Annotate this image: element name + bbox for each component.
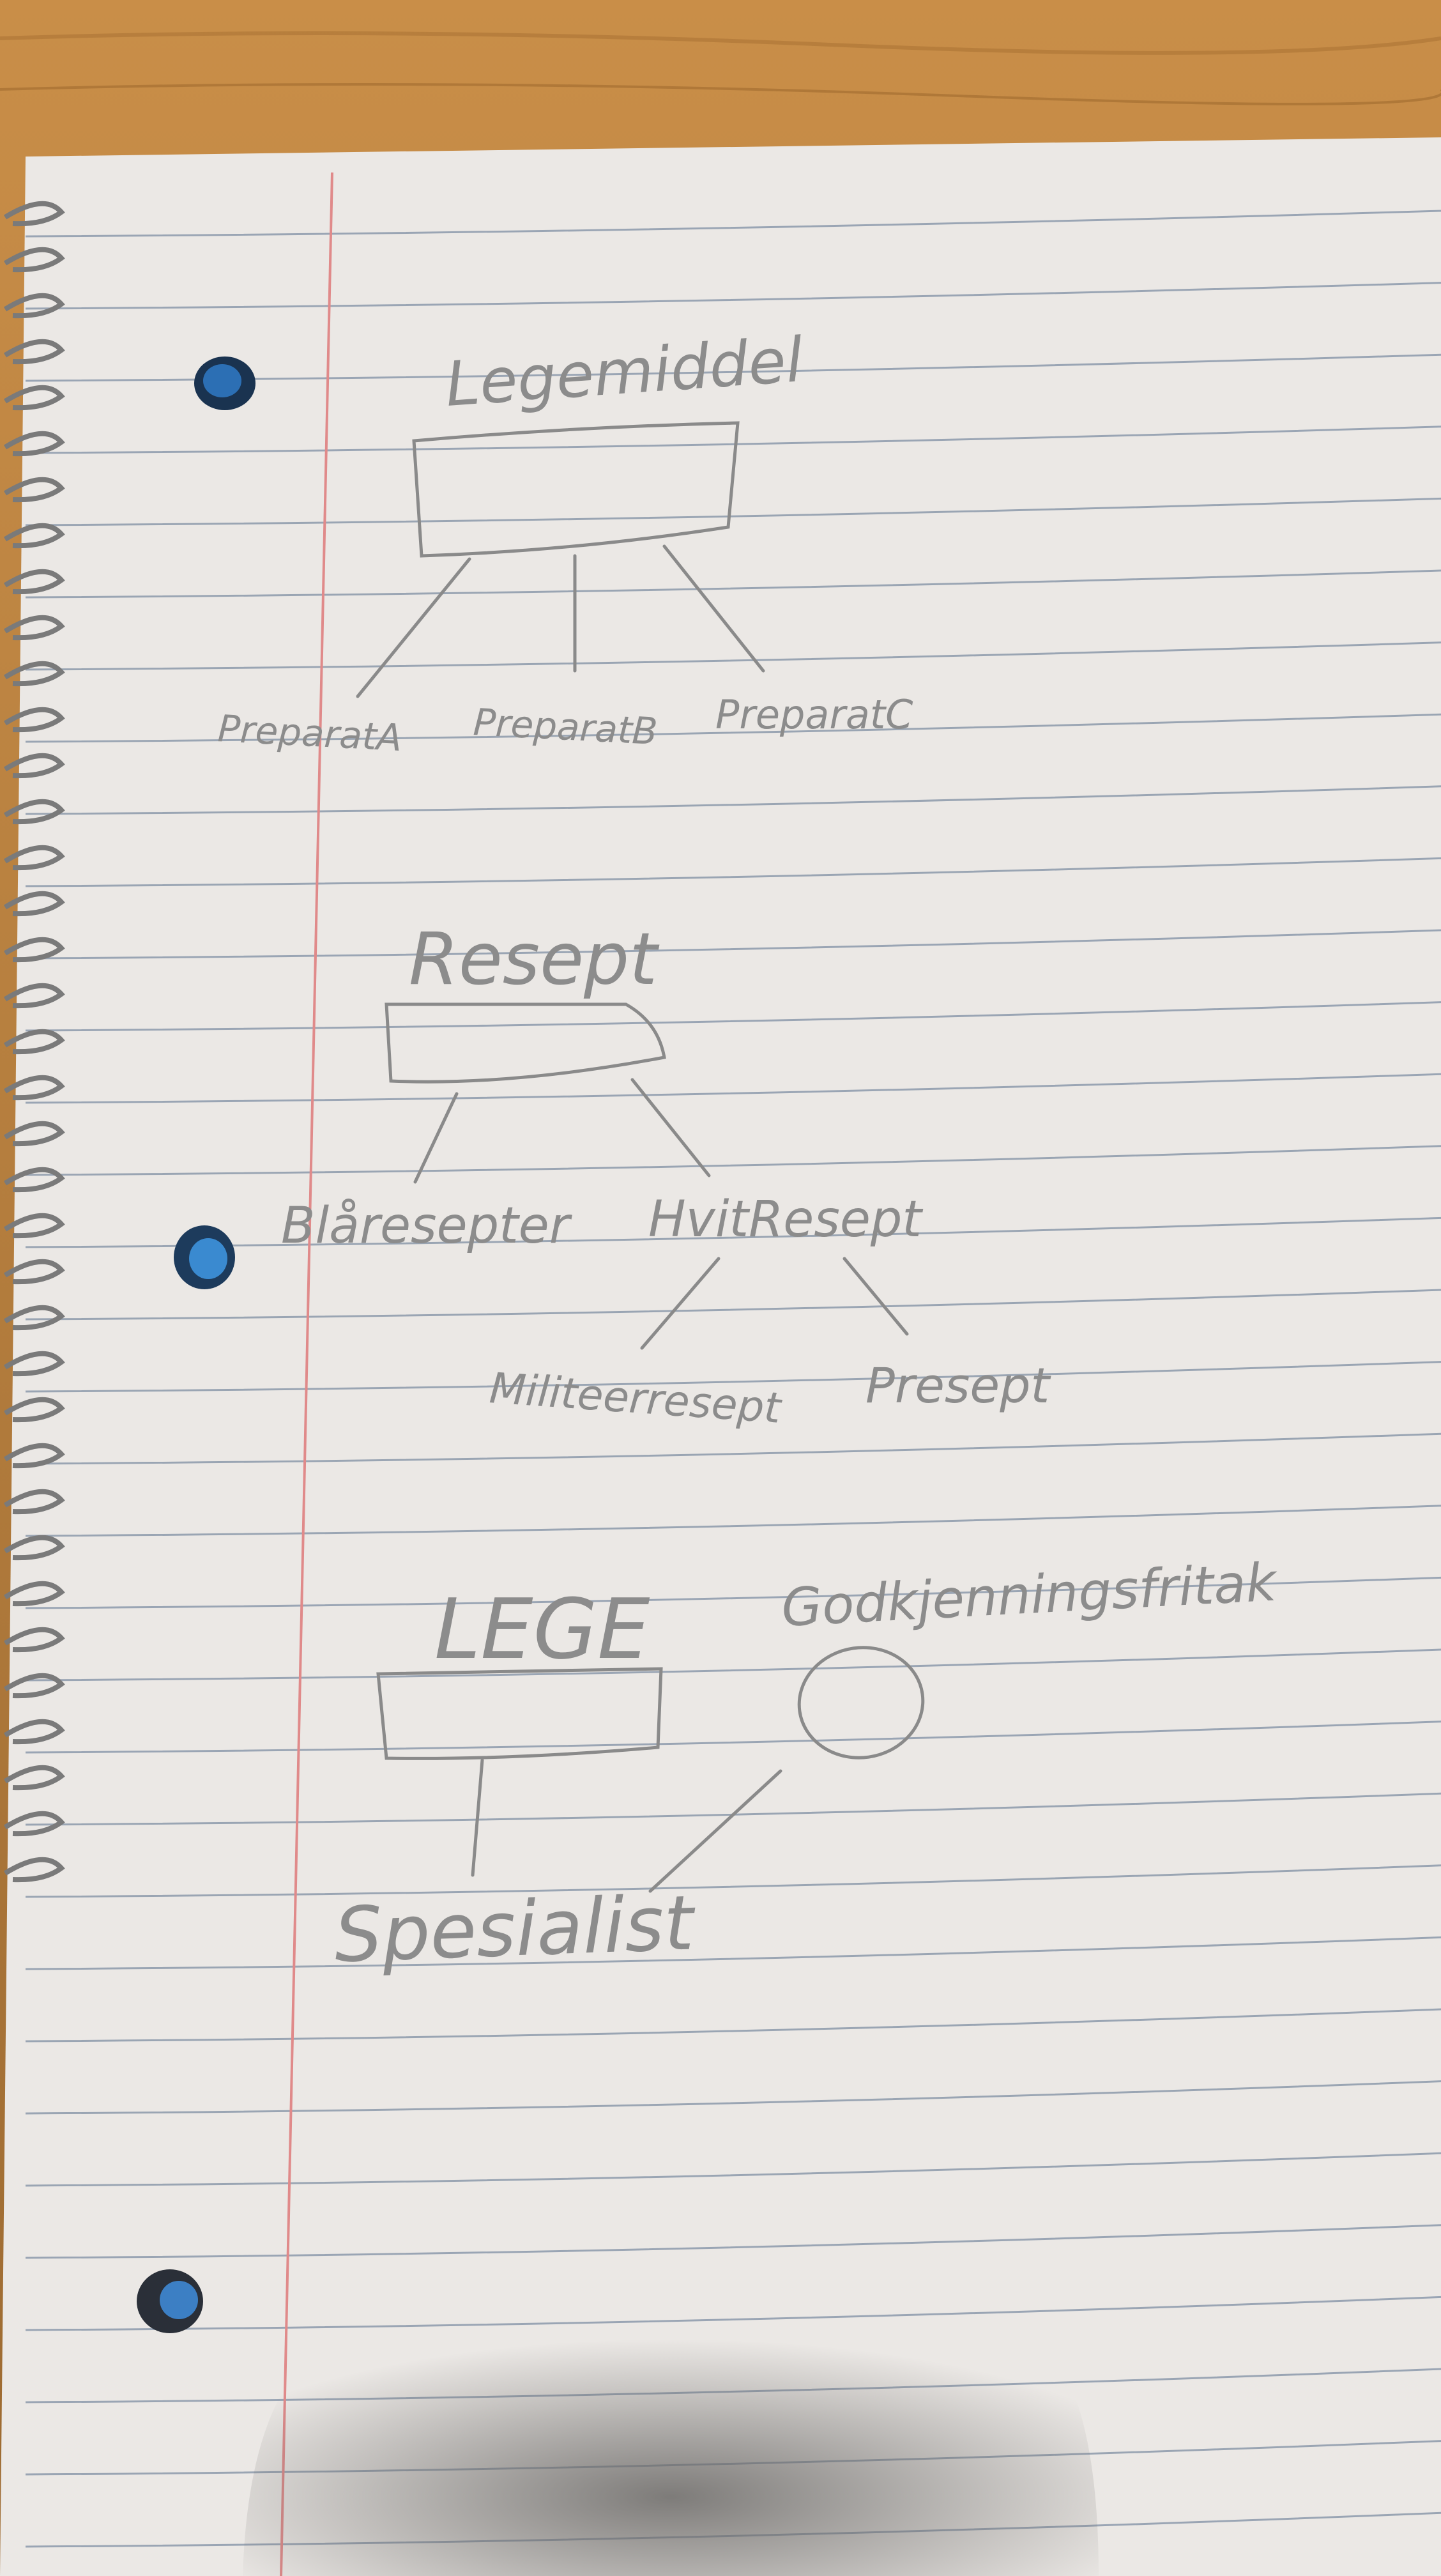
notebook-page bbox=[0, 137, 1441, 2576]
spiral-ring bbox=[3, 339, 65, 365]
diagram-resept bbox=[385, 1002, 909, 1350]
rule-line bbox=[25, 785, 1441, 815]
edge-hvitresept-militeerresept bbox=[640, 1257, 720, 1350]
spiral-ring bbox=[3, 891, 65, 917]
edge-legemiddel-preparata bbox=[356, 557, 471, 698]
spiral-ring bbox=[3, 753, 65, 779]
presept-label: Presept bbox=[865, 1357, 1051, 1414]
lege-box bbox=[376, 1667, 663, 1760]
rule-line bbox=[25, 1432, 1441, 1465]
hand-shadow bbox=[243, 2313, 1099, 2576]
spiral-ring bbox=[3, 983, 65, 1009]
rule-line bbox=[25, 2008, 1441, 2043]
spiral-ring bbox=[3, 1075, 65, 1101]
diagram-lege bbox=[376, 1646, 925, 1893]
spiral-ring bbox=[3, 1627, 65, 1653]
rule-line bbox=[25, 713, 1441, 743]
spiral-ring bbox=[3, 1489, 65, 1515]
preparatc-label: PreparatC bbox=[715, 691, 913, 738]
resept-box bbox=[385, 1002, 666, 1084]
rule-line bbox=[25, 1864, 1441, 1898]
preparatb-label: PreparatB bbox=[472, 700, 659, 753]
rule-line bbox=[25, 1145, 1441, 1176]
resept-label: Resept bbox=[409, 918, 660, 1001]
rule-line bbox=[25, 497, 1441, 526]
spiral-ring bbox=[3, 1397, 65, 1423]
rule-line bbox=[25, 1505, 1441, 1537]
spiral-ring bbox=[3, 707, 65, 733]
spiral-binding bbox=[3, 201, 65, 1883]
rule-line bbox=[25, 1936, 1441, 1970]
diagram-legemiddel bbox=[356, 421, 765, 698]
spiral-ring bbox=[3, 845, 65, 871]
spiral-ring bbox=[3, 1443, 65, 1469]
spiral-ring bbox=[3, 1351, 65, 1377]
rule-line bbox=[25, 425, 1441, 454]
legemiddel-box bbox=[412, 421, 740, 558]
spiral-ring bbox=[3, 247, 65, 273]
spiral-ring bbox=[3, 477, 65, 503]
spesialist-label: Spesialist bbox=[333, 1878, 697, 1979]
rule-line bbox=[25, 1721, 1441, 1754]
blaresepter-label: Blåresepter bbox=[281, 1197, 573, 1255]
edge-hvitresept-presept bbox=[842, 1257, 909, 1336]
rule-line bbox=[25, 210, 1441, 238]
preparata-label: PreparatA bbox=[217, 707, 403, 760]
rule-line bbox=[25, 2224, 1441, 2259]
rule-line bbox=[25, 2080, 1441, 2115]
margin-line bbox=[280, 172, 333, 2576]
rule-line bbox=[25, 857, 1441, 887]
spiral-ring bbox=[3, 1581, 65, 1607]
spiral-ring bbox=[3, 1259, 65, 1285]
lege-label: LEGE bbox=[434, 1581, 650, 1678]
spiral-ring bbox=[3, 431, 65, 457]
spiral-ring bbox=[3, 1121, 65, 1147]
edge-legemiddel-preparatc bbox=[662, 544, 765, 673]
spiral-ring bbox=[3, 201, 65, 227]
rule-line bbox=[25, 641, 1441, 671]
rule-line bbox=[25, 1792, 1441, 1826]
spiral-ring bbox=[3, 293, 65, 319]
spiral-ring bbox=[3, 1535, 65, 1561]
spiral-ring bbox=[3, 1167, 65, 1193]
edge-lege-spesialist bbox=[471, 1758, 484, 1877]
spiral-ring bbox=[3, 1213, 65, 1239]
punch-holes bbox=[137, 356, 255, 2333]
rule-line bbox=[25, 282, 1441, 310]
rule-line bbox=[25, 1289, 1441, 1321]
edge-godkjenningsfritak-spesialist bbox=[648, 1769, 782, 1893]
godkjenningsfritak-interface-circle bbox=[797, 1646, 925, 1759]
edge-resept-blaresepter bbox=[413, 1092, 459, 1184]
spiral-ring bbox=[3, 615, 65, 641]
spiral-ring bbox=[3, 1811, 65, 1837]
rule-line bbox=[25, 1361, 1441, 1393]
spiral-ring bbox=[3, 1029, 65, 1055]
spiral-ring bbox=[3, 1719, 65, 1745]
spiral-ring bbox=[3, 1673, 65, 1699]
rule-line bbox=[25, 1216, 1441, 1248]
rule-line bbox=[25, 929, 1441, 960]
spiral-ring bbox=[3, 569, 65, 595]
rule-line bbox=[25, 569, 1441, 599]
spiral-ring bbox=[3, 385, 65, 411]
spiral-ring bbox=[3, 1857, 65, 1883]
hvitresept-label: HvitResept bbox=[648, 1191, 923, 1248]
rule-line bbox=[25, 1576, 1441, 1609]
rule-line bbox=[25, 1073, 1441, 1104]
spiral-ring bbox=[3, 937, 65, 963]
spiral-ring bbox=[3, 1305, 65, 1331]
rule-line bbox=[25, 2152, 1441, 2187]
rule-line bbox=[25, 1648, 1441, 1682]
edge-resept-hvitresept bbox=[630, 1078, 711, 1177]
spiral-ring bbox=[3, 523, 65, 549]
rule-line bbox=[25, 1001, 1441, 1032]
spiral-ring bbox=[3, 799, 65, 825]
spiral-ring bbox=[3, 661, 65, 687]
spiral-ring bbox=[3, 1765, 65, 1791]
